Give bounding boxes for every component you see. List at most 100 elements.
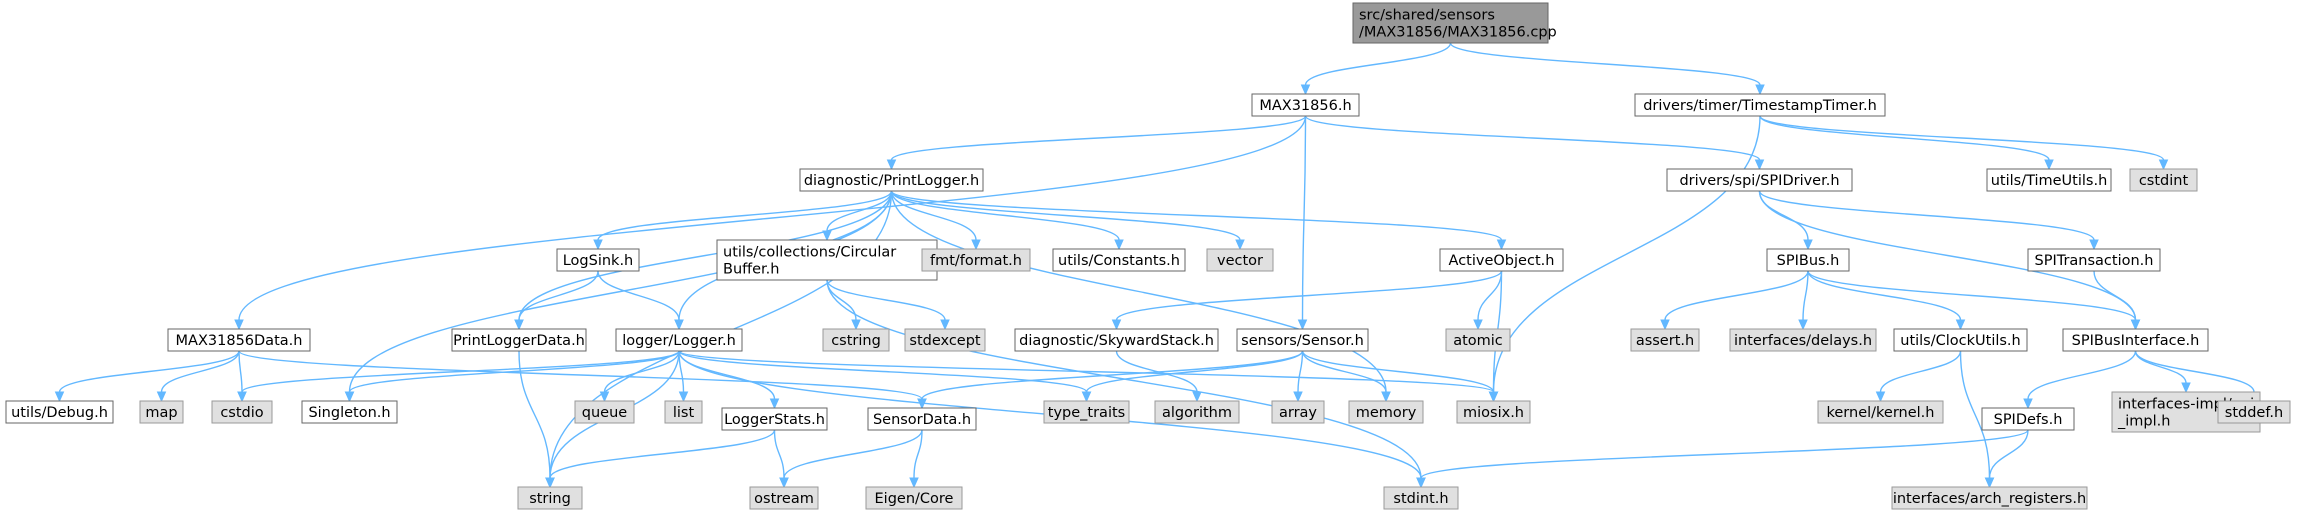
node-label: assert.h — [1636, 333, 1694, 349]
node-box — [865, 486, 963, 510]
nodes-layer: src/shared/sensors/MAX31856/MAX31856.cpp… — [5, 2, 2291, 510]
node-label: _impl.h — [2117, 414, 2170, 430]
node-timestamptimer[interactable]: drivers/timer/TimestampTimer.h — [1634, 93, 1886, 117]
node-box — [1206, 248, 1274, 272]
node-label: sensors/Sensor.h — [1241, 333, 1364, 349]
node-asserth: assert.h — [1630, 328, 1700, 352]
edge-spidefs-to-stdint — [1416, 429, 2029, 489]
edge-arrowhead — [1496, 239, 1507, 251]
node-label: utils/ClockUtils.h — [1900, 333, 2020, 349]
node-label: src/shared/sensors — [1359, 8, 1495, 24]
edge-line — [1807, 270, 2137, 321]
node-timeutils[interactable]: utils/TimeUtils.h — [1986, 168, 2112, 192]
edge-arrowhead — [593, 239, 603, 251]
node-box — [211, 400, 273, 424]
node-box — [1271, 400, 1325, 424]
node-string: string — [517, 486, 583, 510]
edge-line — [678, 350, 1088, 393]
node-box — [517, 486, 583, 510]
node-box — [799, 168, 984, 192]
edge-spibus-to-asserth — [1660, 270, 1809, 331]
node-cstdio: cstdio — [211, 400, 273, 424]
node-label: algorithm — [1162, 405, 1232, 421]
edge-line — [597, 270, 680, 321]
node-label: utils/Constants.h — [1058, 253, 1180, 269]
edge-line — [1664, 270, 1809, 321]
node-box — [301, 400, 398, 424]
node-max31856_h[interactable]: MAX31856.h — [1251, 93, 1360, 117]
edge-arrowhead — [156, 391, 167, 403]
node-label: atomic — [1453, 333, 1503, 349]
edge-arrowhead — [1235, 239, 1245, 251]
edge-line — [518, 270, 599, 321]
node-spidriver[interactable]: drivers/spi/SPIDriver.h — [1666, 168, 1853, 192]
node-box — [2027, 248, 2161, 272]
edge-max31856_h-to-printlogger — [886, 115, 1307, 171]
node-sensor[interactable]: sensors/Sensor.h — [1236, 328, 1369, 352]
edge-arrowhead — [674, 319, 684, 331]
node-label: ostream — [754, 491, 814, 507]
edge-arrowhead — [1300, 84, 1311, 96]
edge-line — [890, 190, 1387, 393]
node-box — [1666, 168, 1853, 192]
edge-spibusinterface-to-spidefs — [2023, 350, 2137, 410]
edge-spibusinterface-to-gpioimpl — [2134, 350, 2191, 394]
node-label: diagnostic/PrintLogger.h — [804, 173, 979, 189]
node-queue: queue — [574, 400, 635, 424]
edge-sensor-to-miosix — [1301, 350, 1499, 403]
edge-line — [773, 429, 785, 479]
node-delays: interfaces/delays.h — [1729, 328, 1877, 352]
node-constants[interactable]: utils/Constants.h — [1052, 248, 1186, 272]
edge-line — [1807, 270, 1962, 321]
node-box — [1766, 248, 1850, 272]
node-sensordata[interactable]: SensorData.h — [867, 407, 977, 431]
edge-arrowhead — [2130, 319, 2141, 331]
edge-printlogger-to-fmtformat — [890, 190, 981, 251]
node-skywardstack[interactable]: diagnostic/SkywardStack.h — [1014, 328, 1219, 352]
node-clockutils[interactable]: utils/ClockUtils.h — [1893, 328, 2028, 352]
edge-sensordata-to-ostream — [779, 429, 923, 489]
node-label: string — [529, 491, 571, 507]
edge-arrowhead — [234, 319, 244, 331]
edge-arrowhead — [1081, 391, 1092, 403]
edge-arrowhead — [909, 477, 919, 489]
edge-spibus-to-clockutils — [1807, 270, 1966, 331]
node-logger[interactable]: logger/Logger.h — [615, 328, 743, 352]
node-box — [867, 407, 977, 431]
node-label: array — [1279, 405, 1317, 421]
edge-line — [1759, 115, 2165, 161]
edge-line — [518, 350, 551, 479]
node-printloggerdata[interactable]: PrintLoggerData.h — [451, 328, 587, 352]
edge-sensor-to-sensordata — [917, 350, 1304, 410]
edge-arrowhead — [514, 319, 524, 331]
node-spibus[interactable]: SPIBus.h — [1766, 248, 1850, 272]
edge-skywardstack-to-algorithm — [1115, 350, 1202, 403]
edge-spibus-to-delays — [1798, 270, 1809, 331]
edge-arrowhead — [769, 398, 780, 410]
node-debug[interactable]: utils/Debug.h — [5, 400, 114, 424]
node-activeobject[interactable]: ActiveObject.h — [1439, 248, 1564, 272]
edge-max31856_h-to-spidriver — [1304, 115, 1765, 171]
edge-arrowhead — [917, 398, 927, 410]
node-singleton[interactable]: Singleton.h — [301, 400, 398, 424]
edge-arrowhead — [2158, 159, 2169, 171]
node-printlogger[interactable]: diagnostic/PrintLogger.h — [799, 168, 984, 192]
edge-line — [1758, 190, 1809, 241]
node-loggerstats[interactable]: LoggerStats.h — [721, 407, 828, 431]
node-spitransaction[interactable]: SPITransaction.h — [2027, 248, 2161, 272]
edge-line — [826, 190, 893, 232]
node-logsink[interactable]: LogSink.h — [556, 248, 640, 272]
node-box — [2217, 400, 2291, 424]
edge-line — [1297, 350, 1304, 393]
edge-circularbuffer-to-cstring — [826, 279, 861, 331]
edge-arrowhead — [54, 391, 65, 403]
node-max31856data[interactable]: MAX31856Data.h — [167, 328, 311, 352]
node-spibusinterface[interactable]: SPIBusInterface.h — [2062, 328, 2209, 352]
edge-line — [1304, 115, 1761, 161]
edge-arrowhead — [940, 319, 950, 331]
edge-spidefs-to-archregisters — [1984, 429, 2029, 489]
node-label: SPIDefs.h — [1994, 412, 2063, 428]
node-spidefs[interactable]: SPIDefs.h — [1981, 407, 2075, 431]
node-box — [1891, 486, 2088, 510]
